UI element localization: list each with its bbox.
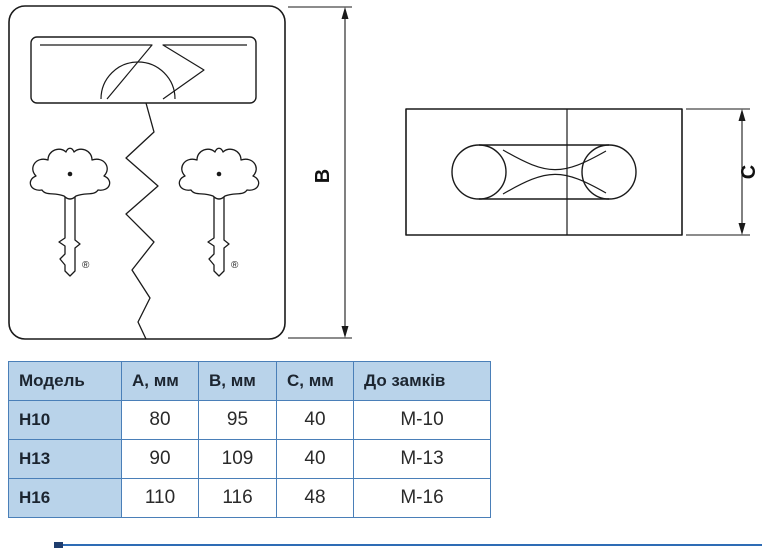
- arrow-down-icon: [738, 223, 746, 235]
- keyhole-slot: [30, 36, 257, 104]
- col-header-a-mm: А, мм: [121, 361, 199, 401]
- value-a: 110: [121, 478, 199, 518]
- value-lock: М-13: [353, 439, 491, 479]
- value-lock: М-16: [353, 478, 491, 518]
- table-row: Н10 80 95 40 М-10: [8, 400, 491, 440]
- table-row: Н13 90 109 40 М-13: [8, 439, 491, 479]
- slot-mechanism: [40, 44, 247, 100]
- bottom-corner-mark: [54, 542, 63, 548]
- col-header-c-mm: С, мм: [276, 361, 354, 401]
- arrow-up-icon: [341, 7, 349, 19]
- spec-table: Модель А, мм В, мм С, мм До замків Н10 8…: [8, 361, 491, 518]
- model-cell: Н13: [8, 439, 122, 479]
- technical-drawing: ® ® B: [8, 5, 760, 340]
- col-header-b-mm: В, мм: [198, 361, 277, 401]
- dimension-c-label: C: [738, 165, 760, 179]
- key-right-icon: [178, 147, 260, 277]
- value-c: 40: [276, 400, 354, 440]
- shackle-section: [451, 144, 637, 200]
- bottom-divider: [63, 544, 762, 546]
- value-b: 95: [198, 400, 277, 440]
- value-b: 109: [198, 439, 277, 479]
- lock-front-view: ® ®: [8, 5, 286, 340]
- body-break-line: [125, 102, 159, 340]
- table-row: Н16 110 116 48 М-16: [8, 478, 491, 518]
- dimension-b-label: B: [312, 169, 334, 183]
- value-c: 48: [276, 478, 354, 518]
- lock-body-outline: [8, 5, 286, 340]
- registered-mark-left: ®: [82, 260, 90, 271]
- table-header-row: Модель А, мм В, мм С, мм До замків: [8, 361, 491, 401]
- dimension-c: C: [686, 108, 760, 236]
- value-lock: М-10: [353, 400, 491, 440]
- registered-mark-right: ®: [231, 260, 239, 271]
- col-header-model: Модель: [8, 361, 122, 401]
- model-cell: Н16: [8, 478, 122, 518]
- model-cell: Н10: [8, 400, 122, 440]
- lock-top-view: [405, 108, 683, 236]
- value-a: 80: [121, 400, 199, 440]
- key-left-icon: [29, 147, 111, 277]
- value-c: 40: [276, 439, 354, 479]
- arrow-down-icon: [341, 326, 349, 338]
- top-view-outline: [405, 108, 683, 236]
- value-a: 90: [121, 439, 199, 479]
- col-header-locks: До замків: [353, 361, 491, 401]
- arrow-up-icon: [738, 109, 746, 121]
- value-b: 116: [198, 478, 277, 518]
- dimension-b: B: [288, 6, 352, 339]
